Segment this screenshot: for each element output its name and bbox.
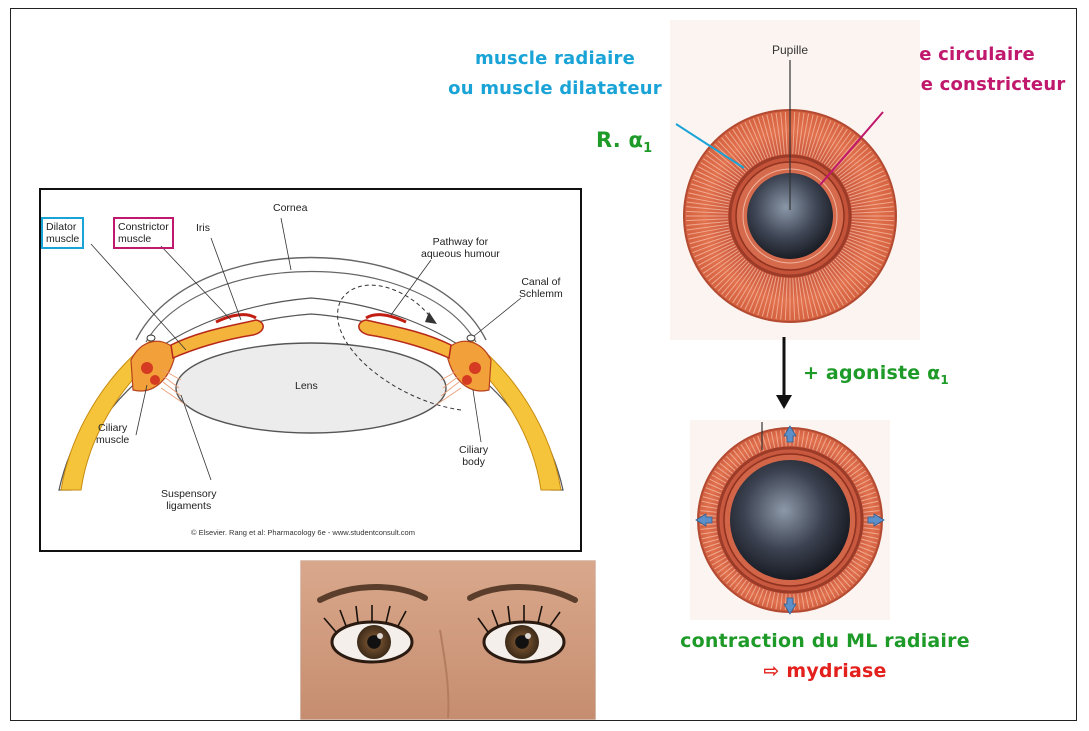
dilator-muscle-label: Dilator muscle: [41, 217, 84, 249]
cornea-label: Cornea: [273, 202, 307, 214]
eye-anatomy-figure: Dilator muscle Constrictor muscle Iris C…: [39, 188, 582, 552]
arrow-right-icon: ⇨: [763, 660, 779, 682]
figure-credit: © Elsevier. Rang et al: Pharmacology 6e …: [191, 528, 415, 537]
iris-dilated: [690, 420, 890, 620]
down-arrow: [770, 335, 800, 415]
contraction-caption: contraction du ML radiaire: [660, 630, 990, 652]
lens-label: Lens: [295, 380, 318, 392]
iris-label: Iris: [196, 222, 210, 234]
mydriase-caption: ⇨ mydriase: [660, 660, 990, 682]
constrictor-muscle-label: Constrictor muscle: [113, 217, 174, 249]
agonist-text: + agoniste α: [803, 362, 940, 384]
agonist-label: + agoniste α1: [803, 362, 949, 387]
pathway-label: Pathway for aqueous humour: [421, 236, 500, 260]
suspensory-ligaments-label: Suspensory ligaments: [161, 488, 216, 512]
eyes-photo: [300, 560, 596, 720]
ciliary-muscle-label: Ciliary muscle: [96, 422, 129, 446]
canal-of-schlemm-label: Canal of Schlemm: [519, 276, 563, 300]
mydriase-text: mydriase: [786, 660, 886, 682]
ciliary-body-label: Ciliary body: [459, 444, 488, 468]
agonist-subscript: 1: [940, 373, 949, 387]
